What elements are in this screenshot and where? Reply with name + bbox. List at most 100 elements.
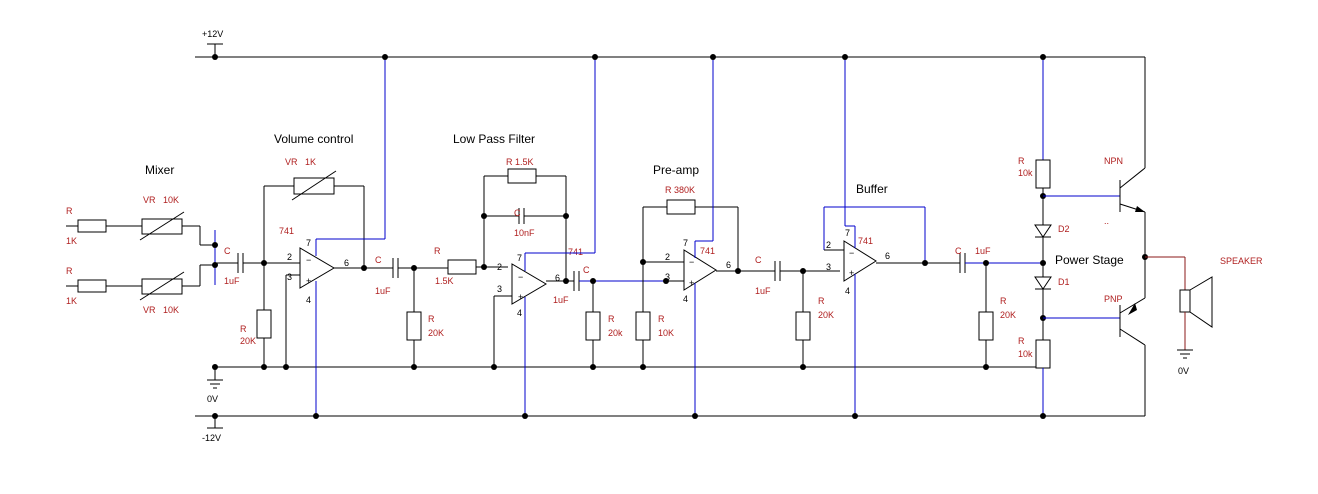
pnp-transistor: PNP <box>1104 294 1146 346</box>
preamp-resistor <box>635 311 651 341</box>
svg-text:R: R <box>1000 296 1007 306</box>
volume-title: Volume control <box>274 132 353 146</box>
mixer-resistor-1 <box>77 219 107 233</box>
svg-text:R: R <box>1018 156 1025 166</box>
svg-text:4: 4 <box>845 286 850 296</box>
svg-text:7: 7 <box>517 253 522 263</box>
buffer-output-resistor <box>978 311 994 341</box>
svg-text:10nF: 10nF <box>514 228 535 238</box>
svg-text:6: 6 <box>344 258 349 268</box>
minus-12v-label: -12V <box>202 433 221 443</box>
svg-text:C: C <box>514 208 521 218</box>
upper-bias-resistor <box>1035 159 1051 189</box>
lower-bias-resistor <box>1035 339 1051 369</box>
lpf-opamp <box>511 263 547 305</box>
svg-text:7: 7 <box>845 228 850 238</box>
svg-text:D1: D1 <box>1058 277 1070 287</box>
preamp-section: Pre-amp R 380K R 10K − + 2 3 7 4 6 741 <box>635 54 840 419</box>
svg-text:6: 6 <box>885 251 890 261</box>
svg-text:R: R <box>658 314 665 324</box>
svg-text:741: 741 <box>858 236 873 246</box>
npn-transistor: NPN .. <box>1104 156 1146 226</box>
volume-control-section: Volume control VR 1K − + 741 2 3 7 4 6 R <box>240 54 448 419</box>
buffer-section: Buffer − + 2 3 7 4 6 741 C 1uF R 20K <box>823 54 1043 419</box>
svg-text:VR: VR <box>143 195 156 205</box>
svg-text:1K: 1K <box>66 296 77 306</box>
svg-text:4: 4 <box>683 294 688 304</box>
volume-opamp <box>299 247 335 289</box>
svg-text:VR: VR <box>143 305 156 315</box>
svg-text:3: 3 <box>826 262 831 272</box>
svg-text:10K: 10K <box>163 305 179 315</box>
svg-text:20K: 20K <box>428 328 444 338</box>
svg-text:20K: 20K <box>818 310 834 320</box>
svg-text:7: 7 <box>683 238 688 248</box>
buffer-opamp <box>843 240 877 282</box>
svg-text:C: C <box>375 255 382 265</box>
svg-text:R 1.5K: R 1.5K <box>506 157 534 167</box>
speaker: SPEAKER <box>1179 256 1263 328</box>
mixer-section: Mixer R 1K VR 10K R 1K VR 10K C 1uF <box>66 163 300 315</box>
svg-text:20K: 20K <box>240 336 256 346</box>
svg-text:2: 2 <box>497 262 502 272</box>
svg-text:R: R <box>1018 336 1025 346</box>
diode-d1 <box>1034 276 1052 290</box>
svg-text:C: C <box>955 246 962 256</box>
preamp-opamp <box>683 249 717 291</box>
buffer-title: Buffer <box>856 182 888 196</box>
svg-text:VR: VR <box>285 157 298 167</box>
svg-text:1K: 1K <box>305 157 316 167</box>
volume-bias-resistor <box>256 309 272 339</box>
svg-text:C: C <box>755 255 762 265</box>
preamp-output-resistor <box>795 311 811 341</box>
svg-text:7: 7 <box>306 238 311 248</box>
mixer-title: Mixer <box>145 163 174 177</box>
svg-text:1K: 1K <box>66 236 77 246</box>
svg-text:20K: 20K <box>1000 310 1016 320</box>
ground-label: 0V <box>207 394 218 404</box>
svg-text:1uF: 1uF <box>755 286 771 296</box>
svg-text:3: 3 <box>665 272 670 282</box>
ground-rail: 0V <box>207 364 1043 404</box>
preamp-feedback-resistor <box>666 199 696 215</box>
svg-text:2: 2 <box>287 252 292 262</box>
svg-text:10K: 10K <box>163 195 179 205</box>
svg-text:1uF: 1uF <box>224 276 240 286</box>
svg-text:741: 741 <box>700 246 715 256</box>
svg-text:R: R <box>428 314 435 324</box>
svg-text:1uF: 1uF <box>975 246 991 256</box>
minus-12v-rail: -12V <box>195 413 1145 443</box>
svg-text:3: 3 <box>287 272 292 282</box>
plus-12v-label: +12V <box>202 29 223 39</box>
svg-text:R: R <box>818 296 825 306</box>
svg-text:741: 741 <box>568 247 583 257</box>
svg-text:R: R <box>434 246 441 256</box>
svg-text:10k: 10k <box>1018 168 1033 178</box>
svg-text:R: R <box>66 206 73 216</box>
svg-text:−: − <box>518 272 523 282</box>
svg-text:0V: 0V <box>1178 366 1189 376</box>
svg-text:3: 3 <box>497 284 502 294</box>
svg-text:741: 741 <box>279 226 294 236</box>
svg-text:D2: D2 <box>1058 224 1070 234</box>
svg-text:1.5K: 1.5K <box>435 276 454 286</box>
svg-text:10k: 10k <box>1018 349 1033 359</box>
diode-d2 <box>1034 224 1052 238</box>
svg-text:SPEAKER: SPEAKER <box>1220 256 1263 266</box>
svg-text:4: 4 <box>517 308 522 318</box>
volume-coupling-resistor <box>406 311 422 341</box>
svg-text:R 380K: R 380K <box>665 185 695 195</box>
svg-text:4: 4 <box>306 295 311 305</box>
svg-text:R: R <box>66 266 73 276</box>
svg-text:2: 2 <box>665 252 670 262</box>
svg-text:C: C <box>583 265 590 275</box>
lpf-output-resistor <box>585 311 601 341</box>
svg-text:R: R <box>608 314 615 324</box>
lpf-input-resistor <box>447 259 477 275</box>
svg-text:PNP: PNP <box>1104 294 1123 304</box>
preamp-title: Pre-amp <box>653 163 699 177</box>
svg-text:+: + <box>689 278 694 288</box>
svg-text:10K: 10K <box>658 328 674 338</box>
svg-text:20k: 20k <box>608 328 623 338</box>
svg-text:−: − <box>849 248 854 258</box>
